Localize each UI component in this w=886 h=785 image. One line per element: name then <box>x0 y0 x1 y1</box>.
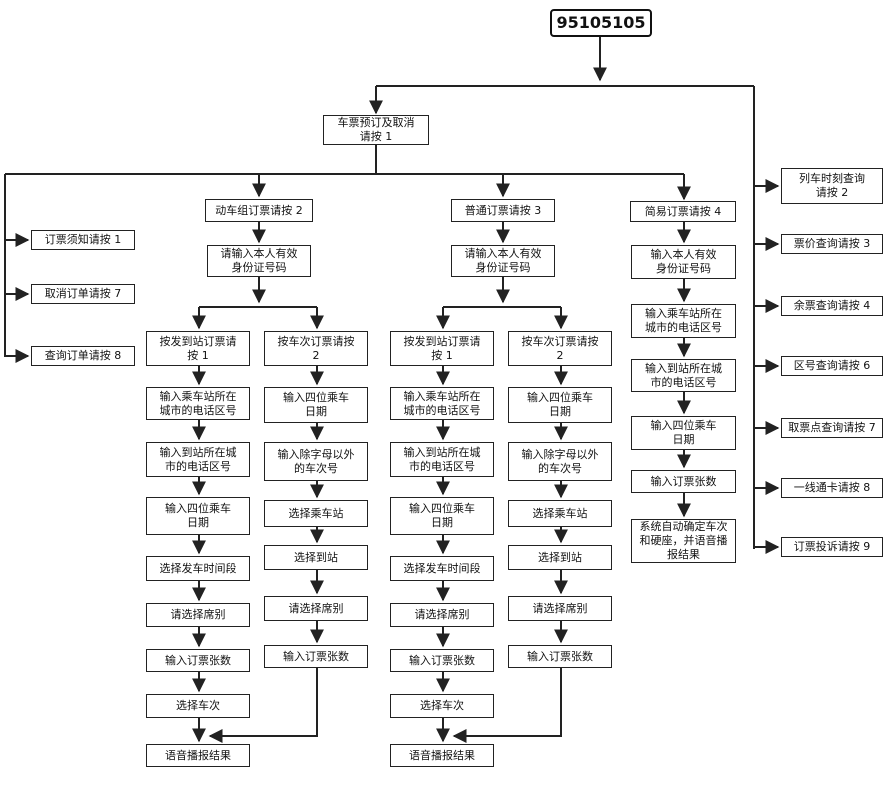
normal-booking-node: 普通订票请按 3 <box>451 199 555 222</box>
emu-s-step: 输入乘车站所在 城市的电话区号 <box>146 387 250 420</box>
emu-t-step: 请选择席别 <box>264 596 368 621</box>
emu-s-step: 输入订票张数 <box>146 649 250 672</box>
emu-t-step: 输入除字母以外 的车次号 <box>264 442 368 481</box>
pickup-point-node: 取票点查询请按 7 <box>781 418 883 438</box>
normal-s-step: 输入四位乘车 日期 <box>390 497 494 535</box>
emu-result: 语音播报结果 <box>146 744 250 767</box>
cancel-node: 取消订单请按 7 <box>31 284 135 304</box>
notice-node: 订票须知请按 1 <box>31 230 135 250</box>
normal-enter-id: 请输入本人有效 身份证号码 <box>451 245 555 277</box>
complaint-node: 订票投诉请按 9 <box>781 537 883 557</box>
price-node: 票价查询请按 3 <box>781 234 883 254</box>
simple-step: 系统自动确定车次 和硬座，并语音播 报结果 <box>631 519 736 563</box>
emu-s-step: 请选择席别 <box>146 603 250 627</box>
emu-t-step: 输入订票张数 <box>264 645 368 668</box>
hotline-number: 95105105 <box>550 9 652 37</box>
normal-s-step: 请选择席别 <box>390 603 494 627</box>
normal-t-step: 输入除字母以外 的车次号 <box>508 442 612 481</box>
normal-s-step: 输入订票张数 <box>390 649 494 672</box>
simple-step: 输入订票张数 <box>631 470 736 493</box>
emu-t-step: 选择到站 <box>264 545 368 570</box>
normal-s-step: 输入乘车站所在 城市的电话区号 <box>390 387 494 420</box>
emu-booking-node: 动车组订票请按 2 <box>205 199 313 222</box>
arrow-emu-t-result <box>208 668 318 743</box>
normal-s-step: 选择车次 <box>390 694 494 718</box>
normal-t-step: 输入四位乘车 日期 <box>508 387 612 423</box>
normal-result: 语音播报结果 <box>390 744 494 767</box>
query-node: 查询订单请按 8 <box>31 346 135 366</box>
emu-s-step: 输入到站所在城 市的电话区号 <box>146 442 250 477</box>
emu-by-station: 按发到站订票请 按 1 <box>146 331 250 366</box>
one-card-node: 一线通卡请按 8 <box>781 478 883 498</box>
emu-t-step: 输入四位乘车 日期 <box>264 387 368 423</box>
simple-step: 输入四位乘车 日期 <box>631 416 736 450</box>
simple-step: 输入到站所在城 市的电话区号 <box>631 359 736 392</box>
normal-t-step: 请选择席别 <box>508 596 612 621</box>
simple-booking-node: 简易订票请按 4 <box>630 201 736 222</box>
normal-t-step: 选择到站 <box>508 545 612 570</box>
normal-s-step: 选择发车时间段 <box>390 556 494 581</box>
area-code-node: 区号查询请按 6 <box>781 356 883 376</box>
booking-menu-node: 车票预订及取消 请按 1 <box>323 115 429 145</box>
emu-s-step: 选择车次 <box>146 694 250 718</box>
normal-by-station: 按发到站订票请 按 1 <box>390 331 494 366</box>
emu-s-step: 选择发车时间段 <box>146 556 250 581</box>
emu-by-train: 按车次订票请按 2 <box>264 331 368 366</box>
remaining-node: 余票查询请按 4 <box>781 296 883 316</box>
emu-enter-id: 请输入本人有效 身份证号码 <box>207 245 311 277</box>
emu-t-step: 选择乘车站 <box>264 500 368 527</box>
normal-s-step: 输入到站所在城 市的电话区号 <box>390 442 494 477</box>
simple-step: 输入乘车站所在 城市的电话区号 <box>631 304 736 338</box>
normal-t-step: 选择乘车站 <box>508 500 612 527</box>
simple-step: 输入本人有效 身份证号码 <box>631 245 736 279</box>
normal-t-step: 输入订票张数 <box>508 645 612 668</box>
emu-s-step: 输入四位乘车 日期 <box>146 497 250 535</box>
normal-by-train: 按车次订票请按 2 <box>508 331 612 366</box>
timetable-node: 列车时刻查询 请按 2 <box>781 168 883 204</box>
